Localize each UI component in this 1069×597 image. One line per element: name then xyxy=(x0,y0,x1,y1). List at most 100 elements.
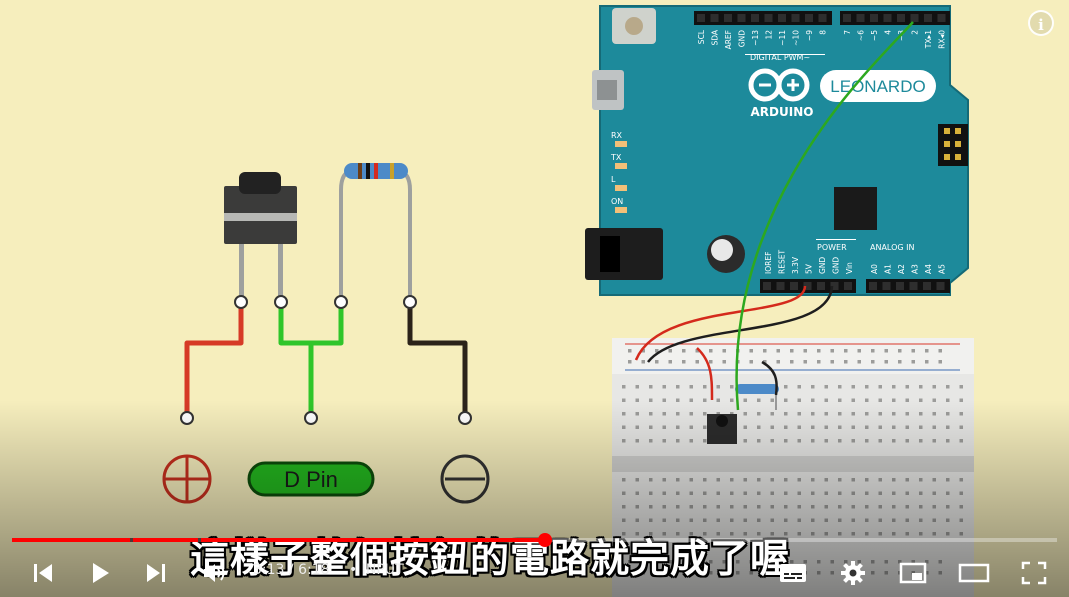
breadboard-hole xyxy=(716,478,720,482)
breadboard-hole xyxy=(622,491,626,495)
breadboard-hole xyxy=(959,425,963,429)
breadboard-hole xyxy=(892,518,896,522)
breadboard-hole xyxy=(803,360,807,364)
breadboard-hole xyxy=(655,349,659,353)
breadboard-hole xyxy=(838,491,842,495)
volume-icon[interactable] xyxy=(198,548,232,597)
breadboard-hole xyxy=(668,360,672,364)
settings-icon[interactable] xyxy=(836,548,870,597)
breadboard-hole xyxy=(946,505,950,509)
breadboard-hole xyxy=(790,349,794,353)
miniplayer-icon[interactable] xyxy=(896,548,930,597)
pin-hole xyxy=(791,14,800,22)
breadboard-hole xyxy=(649,425,653,429)
breadboard-hole xyxy=(898,349,902,353)
breadboard-hole xyxy=(797,439,801,443)
breadboard-hole xyxy=(757,398,761,402)
progress-bar[interactable] xyxy=(12,533,1057,547)
time-total: 6:18 xyxy=(298,562,330,578)
pin-hole xyxy=(790,282,798,290)
chapter-marker xyxy=(198,538,201,542)
pin-label: A5 xyxy=(938,264,947,274)
breadboard-hole xyxy=(730,385,734,389)
breadboard-hole xyxy=(628,360,632,364)
breadboard-hole xyxy=(919,478,923,482)
breadboard-hole xyxy=(730,518,734,522)
breadboard-hole xyxy=(722,360,726,364)
breadboard-hole xyxy=(838,385,842,389)
plus-icon xyxy=(162,454,212,504)
power-header-label: POWER xyxy=(817,243,847,252)
player-controls: 3:13 / 6:18 • INPUT xyxy=(0,548,1069,597)
breadboard-hole xyxy=(959,491,963,495)
breadboard-hole xyxy=(946,425,950,429)
breadboard-hole xyxy=(743,491,747,495)
breadboard-hole xyxy=(635,505,639,509)
breadboard-hole xyxy=(757,491,761,495)
breadboard-hole xyxy=(703,478,707,482)
breadboard-hole xyxy=(770,505,774,509)
theater-icon[interactable] xyxy=(955,548,993,597)
skip-previous-icon[interactable] xyxy=(27,548,59,597)
breadboard-hole xyxy=(811,478,815,482)
breadboard-hole xyxy=(797,478,801,482)
breadboard-hole xyxy=(884,360,888,364)
breadboard-hole xyxy=(757,478,761,482)
breadboard-hole xyxy=(946,518,950,522)
breadboard-hole xyxy=(641,560,645,564)
breadboard-hole xyxy=(844,560,848,564)
play-icon[interactable] xyxy=(84,548,116,597)
breadboard-hole xyxy=(622,398,626,402)
breadboard-hole xyxy=(959,518,963,522)
skip-next-icon[interactable] xyxy=(140,548,172,597)
breadboard-hole xyxy=(709,349,713,353)
breadboard-hole xyxy=(905,398,909,402)
pin-label: ~5 xyxy=(870,30,879,41)
breadboard-hole xyxy=(905,425,909,429)
dpin-badge xyxy=(247,461,375,497)
progress-scrubber-handle[interactable] xyxy=(537,533,552,547)
breadboard-hole xyxy=(857,349,861,353)
breadboard-hole xyxy=(709,571,713,575)
breadboard-hole xyxy=(851,412,855,416)
breadboard-hole xyxy=(622,412,626,416)
breadboard-hole xyxy=(695,571,699,575)
pin-label: A2 xyxy=(897,264,906,274)
breadboard-hole xyxy=(865,439,869,443)
breadboard-hole xyxy=(649,505,653,509)
progress-played xyxy=(12,538,545,542)
breadboard-hole xyxy=(730,532,734,536)
breadboard-hole xyxy=(892,412,896,416)
breadboard-hole xyxy=(757,518,761,522)
breadboard-hole xyxy=(736,560,740,564)
breadboard-hole xyxy=(689,425,693,429)
breadboard-hole xyxy=(938,360,942,364)
breadboard-hole xyxy=(763,571,767,575)
breadboard-hole xyxy=(851,425,855,429)
breadboard-hole xyxy=(905,478,909,482)
subtitles-icon[interactable] xyxy=(776,548,810,597)
breadboard-hole xyxy=(784,491,788,495)
breadboard-hole xyxy=(676,505,680,509)
breadboard-hole xyxy=(797,425,801,429)
breadboard-hole xyxy=(811,532,815,536)
breadboard-hole xyxy=(884,349,888,353)
breadboard-hole xyxy=(749,349,753,353)
chapter-title-button[interactable]: • INPUT xyxy=(349,562,418,578)
pin-hole xyxy=(763,282,771,290)
pin-label: ~6 xyxy=(857,30,866,41)
breadboard-hole xyxy=(635,478,639,482)
breadboard-hole xyxy=(838,425,842,429)
info-icon[interactable]: i xyxy=(1028,10,1054,36)
breadboard-hole xyxy=(662,491,666,495)
breadboard-hole xyxy=(898,560,902,564)
breadboard-hole xyxy=(628,349,632,353)
breadboard-hole xyxy=(938,571,942,575)
breadboard-hole xyxy=(784,505,788,509)
fullscreen-icon[interactable] xyxy=(1017,548,1051,597)
breadboard-hole xyxy=(649,412,653,416)
breadboard-hole xyxy=(743,439,747,443)
breadboard-hole xyxy=(635,518,639,522)
breadboard-hole xyxy=(905,532,909,536)
